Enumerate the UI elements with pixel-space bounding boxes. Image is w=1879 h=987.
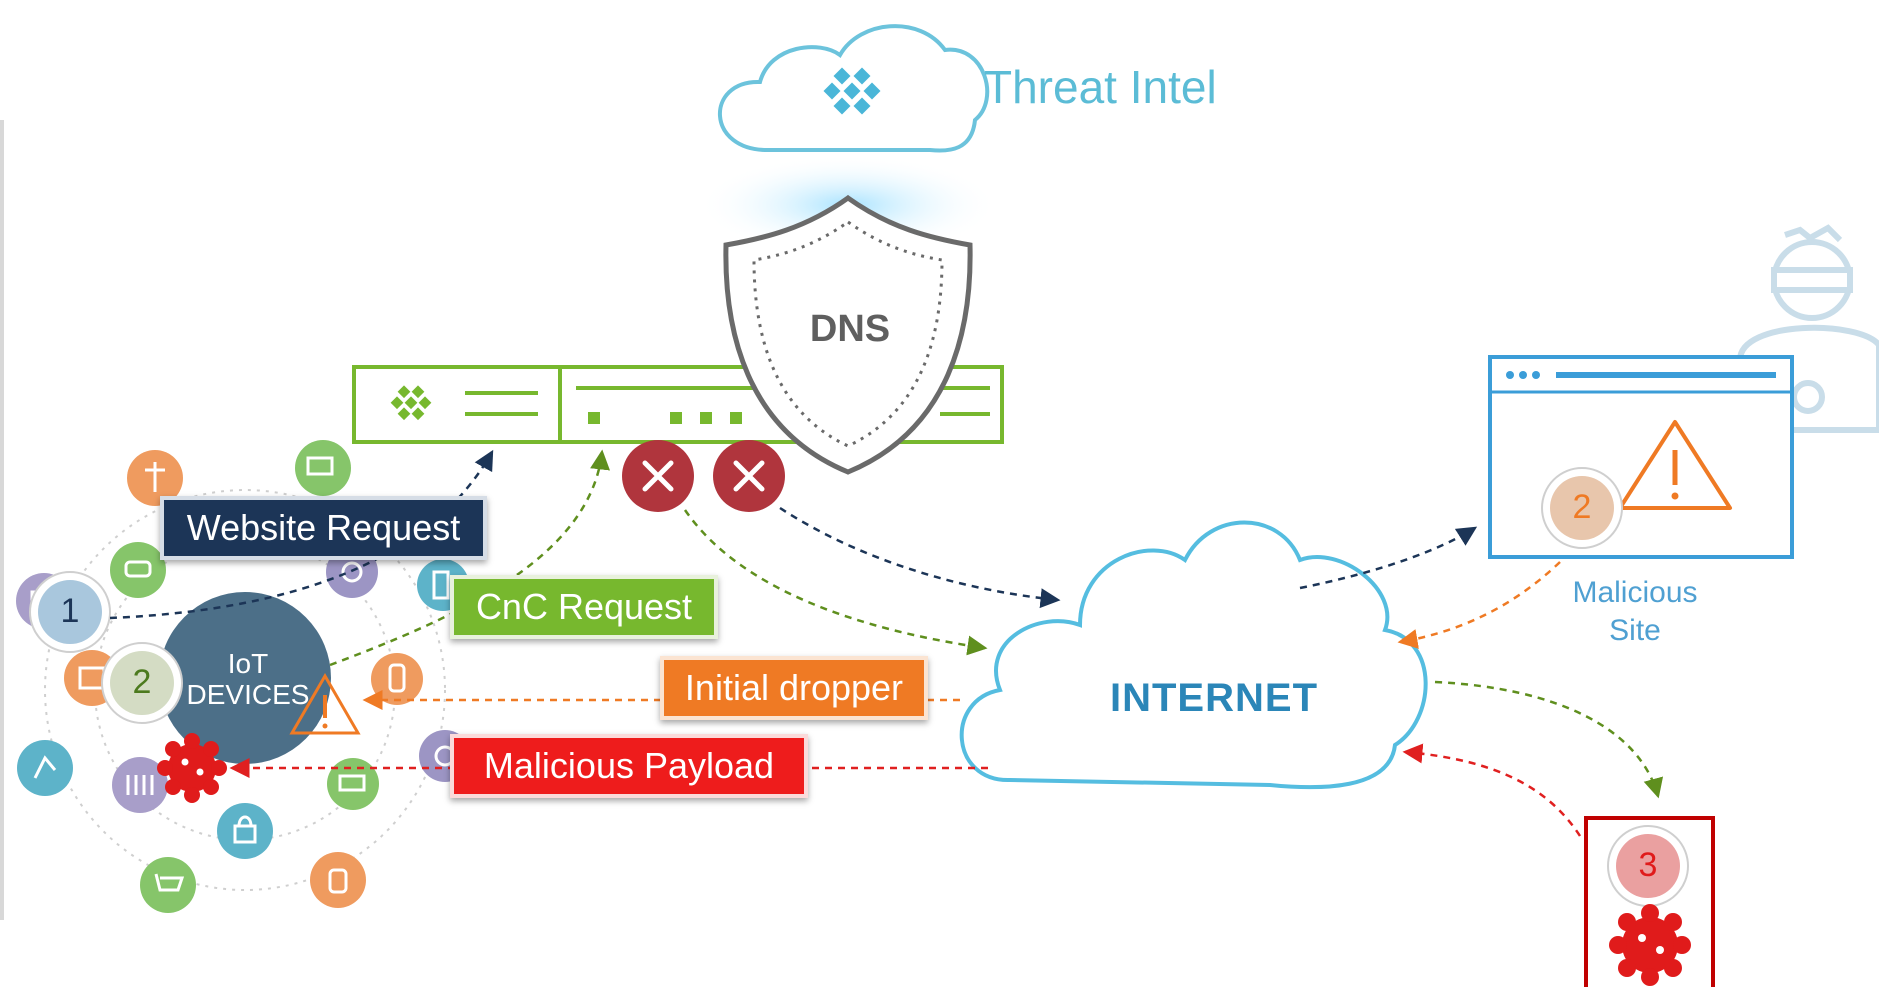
iot-step-2-number: 2: [132, 663, 152, 701]
iot-step-1-badge: [29, 571, 111, 653]
left-edge-bar: [0, 120, 4, 920]
website-request-arrow: [109, 449, 494, 620]
navy-to-internet-arrow: [779, 506, 1061, 609]
iot-device-icon: [295, 440, 351, 496]
iot-device-icon: [112, 757, 168, 813]
orange-from-site-arrow: [1397, 561, 1561, 649]
block-x-icon: [713, 440, 785, 512]
malicious-payload-label: Malicious Payload: [450, 734, 808, 798]
virus-icon: [1609, 904, 1691, 986]
navy-to-site-arrow: [1299, 526, 1478, 590]
internet-cloud-icon: [959, 520, 1428, 790]
initial-dropper-label: Initial dropper: [660, 656, 928, 720]
internet-label: INTERNET: [1110, 676, 1318, 720]
iot-device-icon: [310, 852, 366, 908]
cnc-request-label: CnC Request: [450, 575, 718, 639]
iot-hub: [159, 592, 331, 764]
iot-device-icon: [127, 450, 183, 506]
dns-label: DNS: [809, 308, 891, 350]
malicious-site-label: Malicious Site: [1572, 576, 1698, 647]
green-to-payload-arrow: [1434, 680, 1664, 799]
website-request-label: Website Request: [160, 496, 487, 560]
appliance-logo-icon: [390, 385, 432, 421]
virus-icon: [157, 733, 227, 803]
iot-device-icon: [217, 803, 273, 859]
site-step-badge: [1541, 467, 1623, 549]
warning-icon: [289, 673, 361, 735]
logo-icon: [823, 67, 881, 115]
dns-shield-icon: [723, 194, 973, 475]
browser-window-icon: [1488, 355, 1794, 559]
site-step-2-number: 2: [1572, 488, 1592, 526]
iot-device-icon: [371, 653, 423, 705]
block-x-icon: [622, 440, 694, 512]
iot-device-icon: [110, 542, 166, 598]
iot-device-icon: [140, 857, 196, 913]
payload-step-3-number: 3: [1638, 846, 1658, 884]
iot-devices-label: IoT DEVICES: [186, 648, 310, 710]
red-from-payload-arrow: [1402, 743, 1582, 837]
warning-icon: [1618, 420, 1732, 510]
iot-device-icon: [327, 758, 379, 810]
green-to-internet-arrow: [683, 509, 988, 656]
iot-step-2-badge: [101, 642, 183, 724]
threat-intel-label: Threat Intel: [984, 61, 1217, 113]
iot-device-icon: [17, 740, 73, 796]
iot-step-1-number: 1: [60, 592, 80, 630]
threat-intel-cloud-icon: [718, 24, 990, 153]
